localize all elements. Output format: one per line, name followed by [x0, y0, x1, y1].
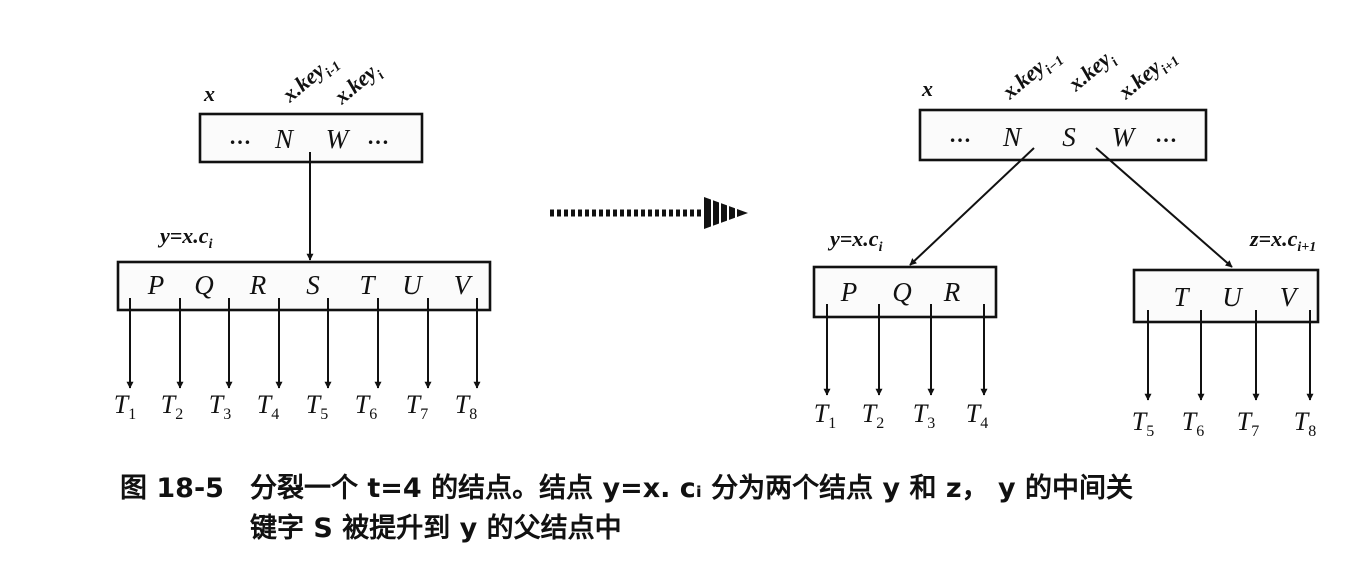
before-subtree-label: T1	[114, 390, 136, 423]
after-parent-node	[918, 108, 1208, 162]
after-left-child-key: P	[840, 277, 858, 307]
after-subtree-label: T3	[913, 399, 935, 432]
after-left-child-label: y=x.ci	[827, 226, 883, 255]
figure-number: 图 18-5	[120, 473, 224, 504]
caption-text-line-1: 分裂一个 t=4 的结点。结点 y=x. cᵢ 分为两个结点 y 和 z， y …	[250, 473, 1134, 504]
svg-text:x.keyi+1: x.keyi+1	[1112, 42, 1183, 108]
after-right-child-node	[1132, 268, 1320, 324]
after-left-child-node	[812, 265, 998, 319]
after-right-child-key: V	[1280, 282, 1300, 312]
after-right-child-label: z=x.ci+1	[1249, 226, 1316, 255]
after-tree: x x.keyi−1 x.keyi x.keyi+1 … N S W … y=x…	[812, 42, 1320, 440]
before-key-label-i-1: x.keyi-1	[276, 47, 344, 111]
after-right-child-key: U	[1222, 282, 1243, 312]
before-subtree-label: T5	[306, 390, 328, 423]
after-parent-key: S	[1062, 122, 1076, 152]
before-child-label: y=x.ci	[157, 223, 213, 252]
after-key-label-i-1: x.keyi−1	[996, 42, 1067, 108]
after-parent-key: …	[949, 122, 971, 147]
after-subtree-label: T2	[862, 399, 884, 432]
before-child-key: Q	[194, 270, 214, 300]
before-child-key: P	[147, 270, 165, 300]
after-left-child-key: Q	[892, 277, 912, 307]
after-parent-key: W	[1112, 122, 1137, 152]
before-subtree-label: T8	[455, 390, 477, 423]
before-subtree-label: T7	[406, 390, 428, 423]
before-subtree-label: T6	[355, 390, 377, 423]
after-subtree-label: T1	[814, 399, 836, 432]
before-parent-key: …	[367, 124, 389, 149]
after-key-label-i+1: x.keyi+1	[1112, 42, 1183, 108]
before-child-key: T	[359, 270, 376, 300]
before-subtree-label: T4	[257, 390, 279, 423]
before-child-key: R	[249, 270, 267, 300]
before-child-key: V	[454, 270, 474, 300]
before-parent-label: x	[203, 81, 215, 106]
svg-text:x.keyi-1: x.keyi-1	[276, 47, 344, 111]
after-subtree-label: T6	[1182, 407, 1204, 440]
after-subtree-label: T5	[1132, 407, 1154, 440]
before-child-node	[116, 260, 492, 312]
svg-text:x.keyi: x.keyi	[1062, 44, 1121, 100]
transition-arrow-icon	[550, 195, 748, 231]
before-parent-key: W	[326, 124, 351, 154]
after-right-child-pointer-arrow	[1095, 147, 1233, 268]
caption-text-line-2: 键字 S 被提升到 y 的父结点中	[250, 513, 622, 544]
before-subtree-label: T3	[209, 390, 231, 423]
figure-caption-line-1: 图 18-5 分裂一个 t=4 的结点。结点 y=x. cᵢ 分为两个结点 y 和…	[120, 470, 1133, 508]
before-parent-key: N	[274, 124, 295, 154]
svg-text:x.keyi−1: x.keyi−1	[996, 42, 1067, 108]
after-subtree-label: T7	[1237, 407, 1259, 440]
after-key-label-i: x.keyi	[1062, 44, 1121, 100]
after-subtree-label: T4	[966, 399, 988, 432]
before-child-key: U	[402, 270, 423, 300]
after-subtree-label: T8	[1294, 407, 1316, 440]
after-parent-key: …	[1155, 122, 1177, 147]
after-right-child-key: T	[1173, 282, 1190, 312]
after-parent-label: x	[921, 76, 933, 101]
figure-caption-line-2: 键字 S 被提升到 y 的父结点中	[250, 510, 622, 548]
after-left-child-key: R	[943, 277, 961, 307]
before-parent-key: …	[229, 124, 251, 149]
before-child-key: S	[306, 270, 320, 300]
after-left-child-pointer-arrow	[909, 147, 1035, 266]
before-subtree-label: T2	[161, 390, 183, 423]
after-parent-key: N	[1002, 122, 1023, 152]
